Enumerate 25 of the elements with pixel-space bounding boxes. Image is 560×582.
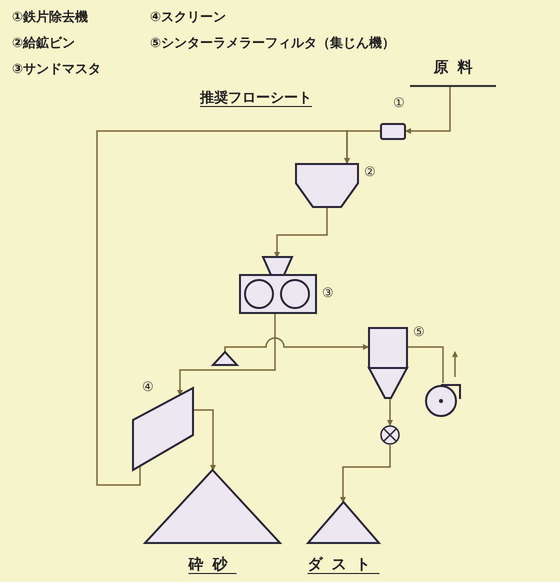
callout-number: ①: [393, 96, 405, 111]
key-item: ②給鉱ビン: [12, 34, 76, 52]
source-bar: [410, 58, 496, 87]
callout-number: ④: [142, 380, 154, 395]
flow-arrow: [274, 208, 328, 258]
diagram-title: 推奨フローシート: [200, 89, 312, 107]
node-label: 原料: [434, 58, 482, 77]
flow-arrow: [387, 398, 393, 426]
connector-line: [408, 346, 444, 383]
pile-label: 砕砂: [188, 555, 236, 574]
callout-number: ②: [364, 165, 376, 180]
callout-number: ⑤: [413, 325, 425, 340]
flow-arrow: [96, 130, 350, 486]
flow-arrow: [340, 445, 391, 503]
key-item: ①鉄片除去機: [12, 9, 88, 26]
key-item: ⑤シンターラメラーフィルタ（集じん機）: [150, 35, 396, 52]
flow-arrow: [452, 351, 458, 377]
flow-arrow: [405, 87, 451, 134]
flow-arrow: [177, 313, 276, 396]
pile-label: ダスト: [308, 555, 380, 574]
key-item: ③サンドマスタ: [12, 61, 102, 78]
flow-arrow: [224, 337, 369, 352]
flow-arrow: [193, 409, 216, 471]
key-item: ④スクリーン: [150, 9, 226, 26]
callout-number: ③: [322, 286, 334, 301]
